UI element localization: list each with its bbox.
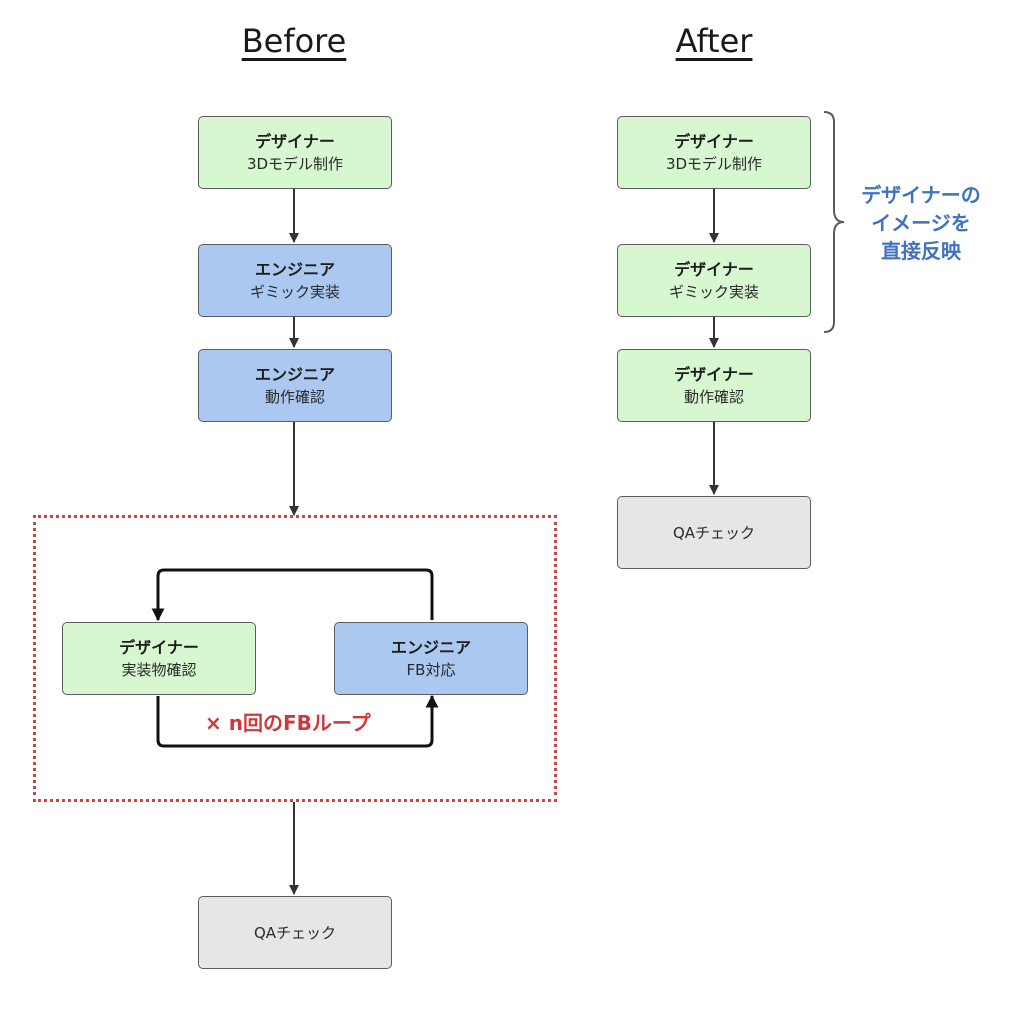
- note-line: 直接反映: [881, 239, 961, 263]
- after-qa-check: QAチェック: [617, 496, 811, 569]
- before-step-engineer-check: エンジニア 動作確認: [198, 349, 392, 422]
- node-task: FB対応: [406, 660, 456, 679]
- after-step-designer-modeling: デザイナー 3Dモデル制作: [617, 116, 811, 189]
- note-line: デザイナーの: [861, 183, 981, 207]
- node-task: 動作確認: [683, 387, 744, 406]
- before-step-designer-modeling: デザイナー 3Dモデル制作: [198, 116, 392, 189]
- node-role: デザイナー: [119, 637, 199, 657]
- note-line: イメージを: [871, 211, 971, 235]
- node-role: デザイナー: [674, 131, 754, 151]
- node-role: エンジニア: [254, 364, 335, 384]
- node-task: 3Dモデル制作: [665, 154, 763, 173]
- before-title: Before: [241, 22, 347, 60]
- after-title: After: [675, 22, 753, 60]
- node-role: デザイナー: [674, 259, 754, 279]
- node-role: デザイナー: [674, 364, 754, 384]
- node-task: 3Dモデル制作: [246, 154, 344, 173]
- direct-reflection-note: デザイナーの イメージを 直接反映: [836, 181, 1006, 265]
- node-role: デザイナー: [255, 131, 335, 151]
- node-task: ギミック実装: [249, 282, 340, 301]
- feedback-loop-frame: [33, 515, 557, 802]
- after-step-designer-check: デザイナー 動作確認: [617, 349, 811, 422]
- node-task: 動作確認: [264, 387, 325, 406]
- before-qa-check: QAチェック: [198, 896, 392, 969]
- after-step-designer-gimmick: デザイナー ギミック実装: [617, 244, 811, 317]
- loop-engineer-fb: エンジニア FB対応: [334, 622, 528, 695]
- before-step-engineer-gimmick: エンジニア ギミック実装: [198, 244, 392, 317]
- node-task: 実装物確認: [121, 660, 197, 679]
- feedback-loop-label: × n回のFBループ: [205, 711, 371, 735]
- loop-arrow-to-engineer: [156, 694, 439, 748]
- node-task: ギミック実装: [668, 282, 759, 301]
- loop-designer-review: デザイナー 実装物確認: [62, 622, 256, 695]
- node-role: エンジニア: [390, 637, 471, 657]
- node-task: QAチェック: [253, 923, 337, 942]
- curly-brace: [823, 111, 845, 333]
- node-role: エンジニア: [254, 259, 335, 279]
- node-task: QAチェック: [672, 523, 756, 542]
- loop-arrow-to-designer: [151, 568, 434, 622]
